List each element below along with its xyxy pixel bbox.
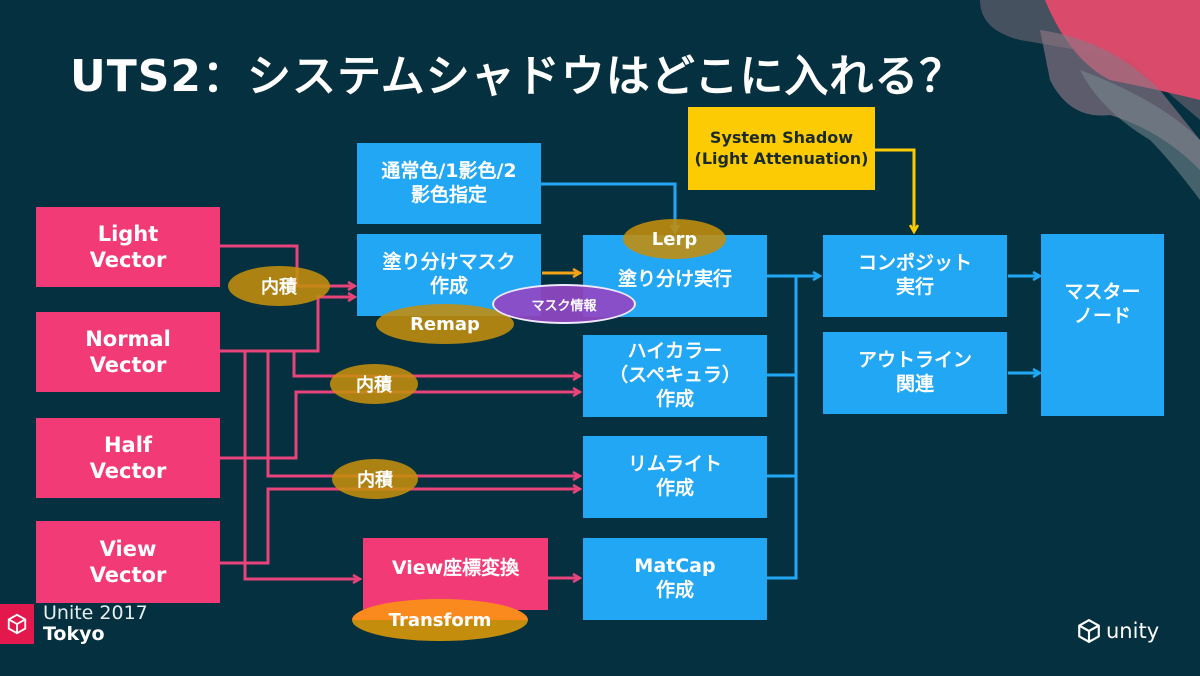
node-master: マスター ノード bbox=[1041, 234, 1164, 416]
node-highcolor: ハイカラー （スペキュラ） 作成 bbox=[583, 335, 767, 417]
op-dot-product-2: 内積 bbox=[330, 364, 418, 404]
node-matcap: MatCap 作成 bbox=[583, 538, 767, 620]
op-dot-product-1: 内積 bbox=[228, 266, 330, 306]
link-normal-to-rimlight bbox=[266, 351, 580, 476]
unity-logo: unity bbox=[1076, 618, 1159, 644]
node-outline: アウトライン 関連 bbox=[823, 332, 1007, 414]
unity-cube-icon bbox=[0, 603, 34, 644]
node-view-transform: View座標変換 bbox=[363, 538, 548, 610]
node-rimlight: リムライト 作成 bbox=[583, 436, 767, 518]
op-lerp: Lerp bbox=[623, 219, 726, 259]
link-matcap-bus bbox=[767, 476, 798, 580]
link-shadowcolor-to-lerp bbox=[540, 182, 675, 232]
event-city: Tokyo bbox=[43, 622, 105, 645]
node-system-shadow: System Shadow (Light Attenuation) bbox=[688, 107, 875, 190]
op-dot-product-3: 内積 bbox=[332, 459, 418, 499]
node-normal-vector: Normal Vector bbox=[36, 312, 220, 392]
node-shadow-color: 通常色/1影色/2 影色指定 bbox=[357, 143, 541, 224]
corner-decoration bbox=[980, 0, 1200, 200]
node-view-vector: View Vector bbox=[36, 521, 220, 603]
unity-logo-icon bbox=[1078, 618, 1100, 644]
op-remap: Remap bbox=[376, 304, 514, 344]
unity-wordmark: unity bbox=[1106, 619, 1160, 643]
op-mask-info: マスク情報 bbox=[492, 284, 636, 324]
slide-title: UTS2：システムシャドウはどこに入れる？ bbox=[70, 51, 965, 102]
link-shadow-to-composite bbox=[875, 148, 914, 232]
node-composite: コンポジット 実行 bbox=[823, 235, 1007, 317]
link-rimlight-bus bbox=[767, 375, 798, 478]
node-light-vector: Light Vector bbox=[36, 207, 220, 287]
link-normal-to-viewtransform bbox=[243, 351, 360, 579]
node-half-vector: Half Vector bbox=[36, 418, 220, 498]
link-half-to-highcolor bbox=[220, 392, 580, 460]
link-highcolor-bus bbox=[767, 276, 798, 377]
event-name: Unite 2017 bbox=[43, 602, 148, 624]
op-transform: Transform bbox=[352, 599, 528, 641]
link-normal-to-highcolor bbox=[292, 351, 580, 376]
event-branding: Unite 2017 Tokyo bbox=[0, 603, 148, 645]
